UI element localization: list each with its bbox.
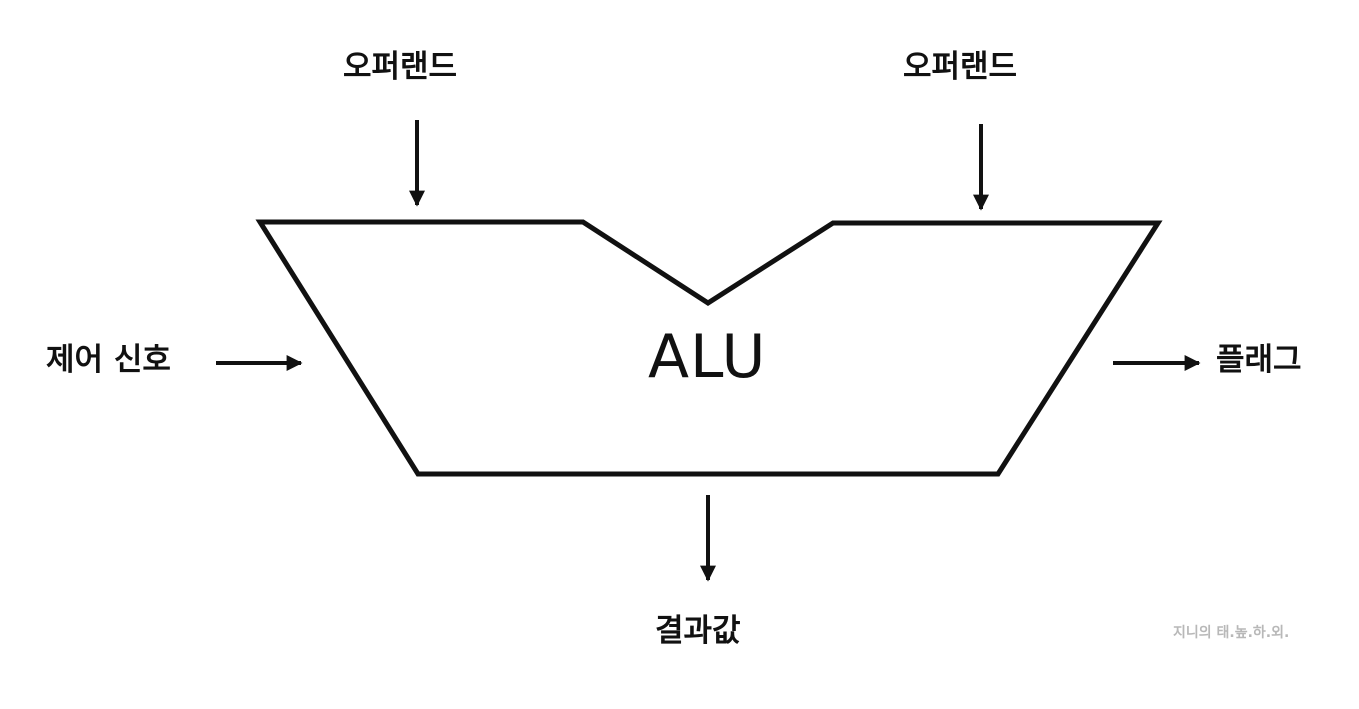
control-signal-label: 제어 신호 bbox=[46, 342, 171, 378]
watermark-label: 지니의 태.높.하.외. bbox=[1173, 625, 1290, 641]
flag-label: 플래그 bbox=[1216, 342, 1302, 378]
alu-label: ALU bbox=[648, 322, 767, 392]
result-label: 결과값 bbox=[655, 613, 741, 649]
operand-right-label: 오퍼랜드 bbox=[903, 49, 1018, 85]
alu-shape bbox=[255, 219, 1163, 477]
operand-left-label: 오퍼랜드 bbox=[343, 49, 458, 85]
